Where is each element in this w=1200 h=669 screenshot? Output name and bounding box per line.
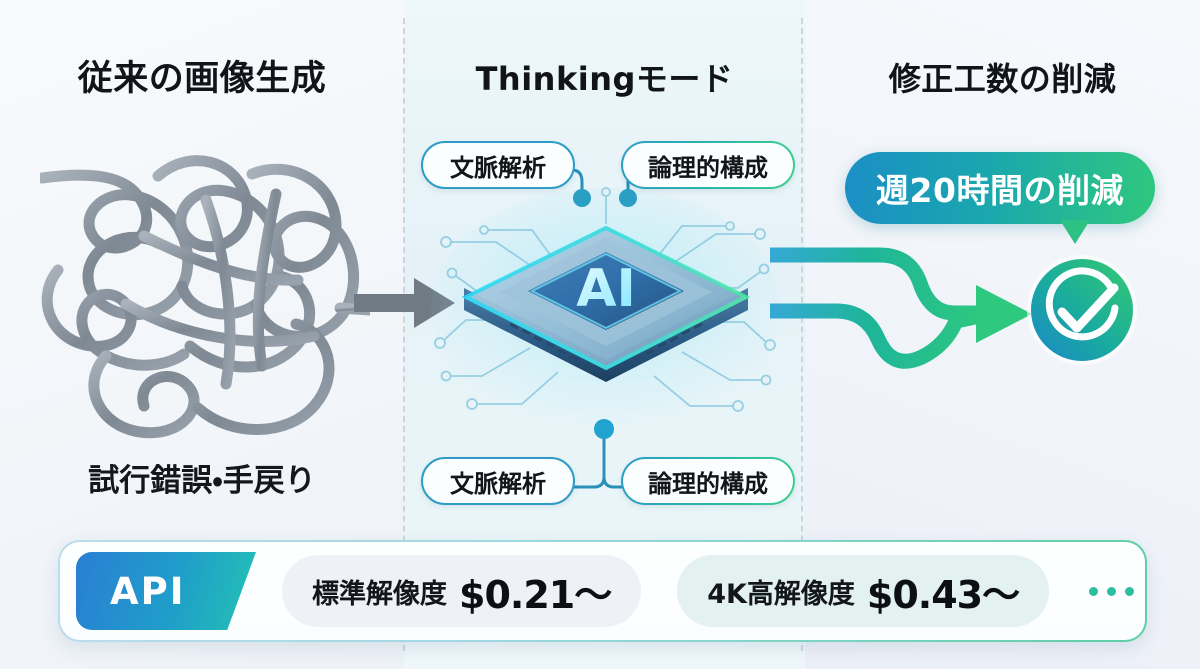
price-chip-4k-name: 4K高解像度 (707, 578, 855, 610)
column-title-traditional: 従来の画像生成 (77, 59, 327, 99)
transition-arrow-icon (354, 278, 455, 328)
column-title-thinking-mode: Thinkingモード (475, 60, 734, 98)
pill-context-analysis-top: 文脈解析 (421, 141, 575, 189)
api-badge: API (76, 552, 256, 630)
connector-dot-right (619, 189, 637, 207)
ellipsis-dot-3 (1125, 586, 1135, 596)
connector-dot-left (573, 189, 591, 207)
tangled-knot-illustration (40, 155, 370, 439)
price-chip-4k-value: $0.43〜 (866, 572, 1020, 617)
highlight-bubble: 週20時間の削減 (845, 152, 1155, 224)
pill-context-analysis-bottom: 文脈解析 (421, 457, 575, 505)
ellipsis-dot-2 (1107, 586, 1117, 596)
pricing-bar: API 標準解像度 $0.21〜 4K高解像度 $0.43〜 (58, 540, 1147, 642)
pill-logical-structure-top: 論理的構成 (621, 141, 795, 189)
column-title-result: 修正工数の削減 (888, 60, 1117, 98)
price-chip-4k: 4K高解像度 $0.43〜 (677, 555, 1050, 627)
chip-ai-label: AI (576, 259, 636, 319)
api-badge-label: API (110, 569, 186, 613)
divider-left (403, 18, 405, 651)
price-chip-standard-value: $0.21〜 (459, 572, 612, 617)
highlight-bubble-tail (1060, 220, 1090, 244)
price-chip-standard: 標準解像度 $0.21〜 (282, 555, 642, 627)
check-circle-icon (1027, 255, 1137, 365)
highlight-bubble-label: 週20時間の削減 (876, 171, 1124, 210)
ellipsis-dot-1 (1089, 586, 1099, 596)
overflow-ellipsis-icon[interactable] (1089, 586, 1135, 596)
flow-arrow-icon (770, 247, 1032, 369)
price-chip-standard-name: 標準解像度 (312, 578, 447, 610)
connector-dot-center (594, 419, 614, 439)
divider-right (801, 18, 803, 651)
pill-logical-structure-bottom: 論理的構成 (621, 457, 795, 505)
ai-chip-illustration: AI (431, 187, 781, 428)
chip-connectors-bottom (572, 419, 638, 489)
column-caption-traditional: 試行錯誤・手戻り (88, 463, 316, 499)
